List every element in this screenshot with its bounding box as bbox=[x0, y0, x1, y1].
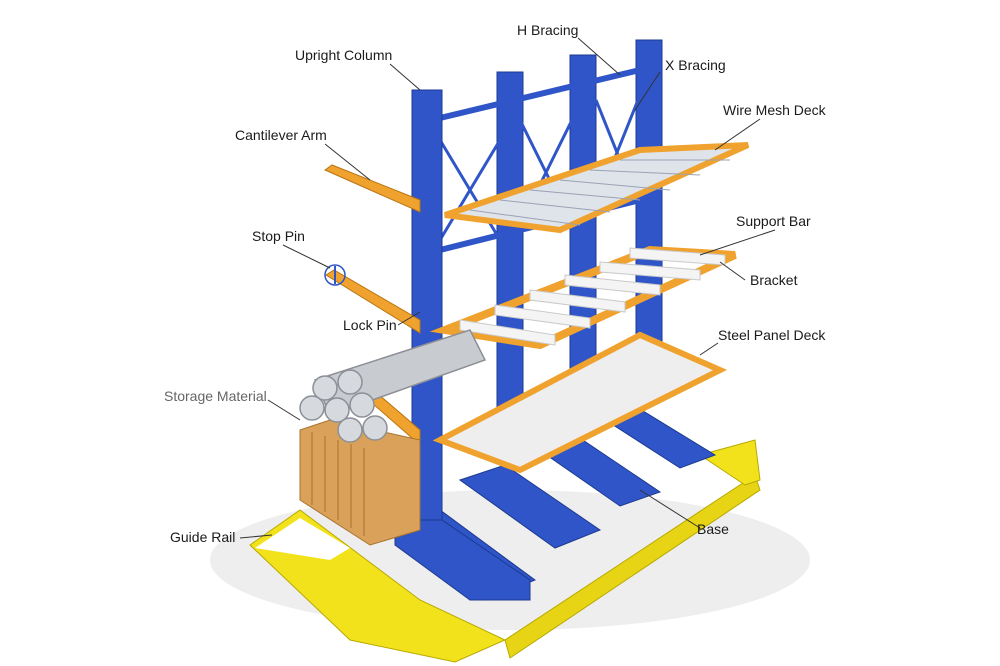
label-support-bar: Support Bar bbox=[736, 213, 811, 229]
label-guide-rail: Guide Rail bbox=[170, 529, 236, 545]
wire-mesh-deck bbox=[444, 142, 750, 234]
leader-lines bbox=[239, 37, 776, 539]
label-upright-column: Upright Column bbox=[295, 47, 393, 63]
steel-panel-deck bbox=[432, 331, 728, 474]
support-bars-level bbox=[429, 245, 737, 350]
storage-material-wood bbox=[299, 419, 421, 546]
stop-pin bbox=[324, 264, 346, 286]
label-steel-panel-deck: Steel Panel Deck bbox=[718, 327, 826, 343]
label-h-bracing: H Bracing bbox=[517, 22, 579, 38]
label-bracket: Bracket bbox=[750, 272, 798, 288]
label-base: Base bbox=[697, 521, 729, 537]
label-lock-pin: Lock Pin bbox=[343, 317, 397, 333]
label-stop-pin: Stop Pin bbox=[252, 228, 305, 244]
label-cantilever-arm: Cantilever Arm bbox=[235, 127, 327, 143]
label-storage-material: Storage Material bbox=[164, 388, 267, 404]
label-wire-mesh-deck: Wire Mesh Deck bbox=[723, 102, 826, 118]
guide-rail bbox=[249, 439, 761, 663]
label-x-bracing: X Bracing bbox=[665, 57, 726, 73]
storage-material-pipes bbox=[299, 329, 487, 443]
